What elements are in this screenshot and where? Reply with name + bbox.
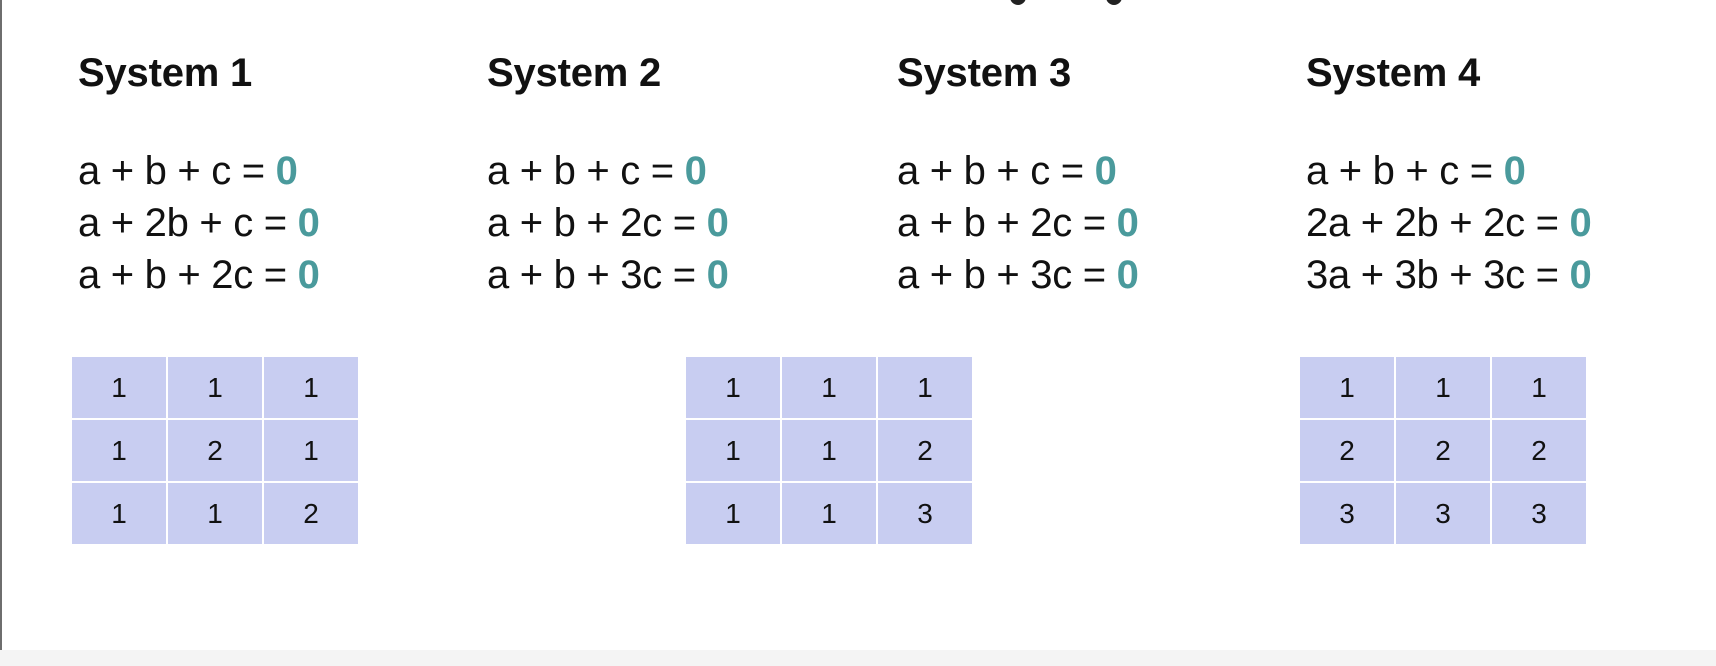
matrix-cell: 1 <box>168 357 262 418</box>
equation: a + b + 2c = 0 <box>487 197 729 249</box>
matrix-cell: 1 <box>264 420 358 481</box>
equation: 3a + 3b + 3c = 0 <box>1306 249 1592 301</box>
equation-lhs: 2a + 2b + 2c = <box>1306 201 1559 245</box>
equation-rhs: 0 <box>1116 201 1139 245</box>
matrix-cell: 1 <box>72 357 166 418</box>
equation: a + b + c = 0 <box>487 145 729 197</box>
system-title: System 3 <box>897 51 1072 95</box>
equation-lhs: a + b + c = <box>1306 149 1493 193</box>
equation: 2a + 2b + 2c = 0 <box>1306 197 1592 249</box>
matrix-cell: 1 <box>878 357 972 418</box>
matrix-cell: 1 <box>72 420 166 481</box>
system-title: System 1 <box>78 51 253 95</box>
matrix-cell: 1 <box>1492 357 1586 418</box>
equation-rhs: 0 <box>684 149 707 193</box>
equation-lhs: 3a + 3b + 3c = <box>1306 253 1559 297</box>
equation: a + 2b + c = 0 <box>78 197 320 249</box>
equation-lhs: a + b + c = <box>897 149 1084 193</box>
matrix-cell: 1 <box>686 483 780 544</box>
system-title: System 4 <box>1306 51 1481 95</box>
equation-lhs: a + b + 3c = <box>897 253 1106 297</box>
matrix-cell: 1 <box>1300 357 1394 418</box>
equation-list: a + b + c = 0 a + b + 2c = 0 a + b + 3c … <box>897 145 1139 301</box>
equation-rhs: 0 <box>706 201 729 245</box>
equation-list: a + b + c = 0 a + b + 2c = 0 a + b + 3c … <box>487 145 729 301</box>
matrix-cell: 1 <box>782 420 876 481</box>
matrix-cell: 3 <box>878 483 972 544</box>
matrix-cell: 1 <box>686 420 780 481</box>
equation: a + b + 3c = 0 <box>897 249 1139 301</box>
left-edge-border <box>0 0 2 666</box>
matrix-cell: 1 <box>782 483 876 544</box>
coefficient-matrix-3: 1 1 1 2 2 2 3 3 3 <box>1300 357 1586 544</box>
equation-lhs: a + b + c = <box>78 149 265 193</box>
matrix-cell: 1 <box>72 483 166 544</box>
equation: a + b + c = 0 <box>897 145 1139 197</box>
matrix-cell: 2 <box>1396 420 1490 481</box>
equation: a + b + 2c = 0 <box>897 197 1139 249</box>
matrix-cell: 2 <box>264 483 358 544</box>
matrix-cell: 1 <box>168 483 262 544</box>
matrix-cell: 2 <box>168 420 262 481</box>
matrix-cell: 2 <box>1492 420 1586 481</box>
equation-lhs: a + b + 2c = <box>487 201 696 245</box>
matrix-cell: 1 <box>686 357 780 418</box>
matrix-cell: 3 <box>1300 483 1394 544</box>
equation-rhs: 0 <box>1503 149 1526 193</box>
equation-rhs: 0 <box>1569 201 1592 245</box>
equation: a + b + c = 0 <box>1306 145 1591 197</box>
equation: a + b + c = 0 <box>78 145 320 197</box>
matrix-cell: 2 <box>878 420 972 481</box>
system-title: System 2 <box>487 51 662 95</box>
equation-lhs: a + 2b + c = <box>78 201 287 245</box>
equation: a + b + 2c = 0 <box>78 249 320 301</box>
equation-lhs: a + b + 2c = <box>78 253 287 297</box>
equation-rhs: 0 <box>1094 149 1117 193</box>
matrix-cell: 1 <box>1396 357 1490 418</box>
matrix-cell: 3 <box>1492 483 1586 544</box>
equation-rhs: 0 <box>1569 253 1592 297</box>
matrix-cell: 2 <box>1300 420 1394 481</box>
matrix-cell: 1 <box>264 357 358 418</box>
equation-rhs: 0 <box>275 149 298 193</box>
matrix-cell: 1 <box>782 357 876 418</box>
equation-rhs: 0 <box>297 253 320 297</box>
bottom-band <box>0 650 1716 666</box>
equation-rhs: 0 <box>1116 253 1139 297</box>
matrix-cell: 3 <box>1396 483 1490 544</box>
equation-rhs: 0 <box>706 253 729 297</box>
coefficient-matrix-2: 1 1 1 1 1 2 1 1 3 <box>686 357 972 544</box>
equation-lhs: a + b + 2c = <box>897 201 1106 245</box>
cropped-heading-fragment <box>1010 0 1250 6</box>
equation-rhs: 0 <box>297 201 320 245</box>
equation-lhs: a + b + c = <box>487 149 674 193</box>
coefficient-matrix-1: 1 1 1 1 2 1 1 1 2 <box>72 357 358 544</box>
equation-list: a + b + c = 0 a + 2b + c = 0 a + b + 2c … <box>78 145 320 301</box>
equation-list: a + b + c = 0 2a + 2b + 2c = 0 3a + 3b +… <box>1306 145 1592 301</box>
equation: a + b + 3c = 0 <box>487 249 729 301</box>
equation-lhs: a + b + 3c = <box>487 253 696 297</box>
